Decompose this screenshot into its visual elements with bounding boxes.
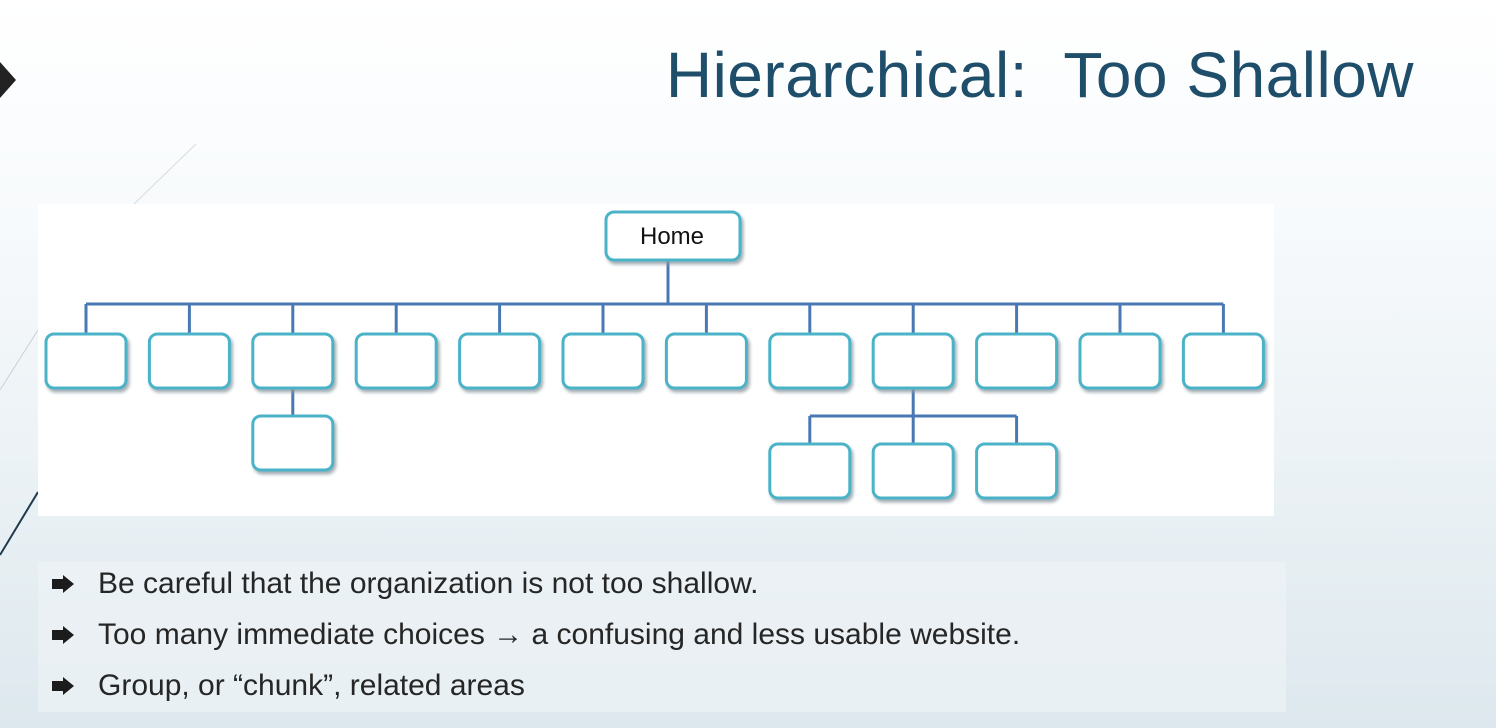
home-node: Home xyxy=(604,210,742,262)
level-2-node xyxy=(768,442,852,500)
bullet-text: Be careful that the organization is not … xyxy=(98,567,759,600)
arrow-bullet-icon xyxy=(52,677,74,695)
nav-arrow-icon xyxy=(0,62,16,98)
bullet-item: Too many immediate choices → a confusing… xyxy=(52,615,1020,655)
bullet-list: Be careful that the organization is not … xyxy=(38,562,1286,712)
level-1-node xyxy=(561,332,645,390)
level-1-node xyxy=(871,332,955,390)
arrow-bullet-icon xyxy=(52,575,74,593)
tree-svg: Home xyxy=(44,210,1265,500)
level-1-node xyxy=(768,332,852,390)
bullet-text: Group, or “chunk”, related areas xyxy=(98,669,525,702)
decorative-line xyxy=(131,143,197,207)
home-node-box xyxy=(604,210,742,262)
level-2-node xyxy=(871,442,955,500)
bullet-item: Group, or “chunk”, related areas xyxy=(52,666,525,706)
decorative-line xyxy=(0,329,39,391)
level-1-node xyxy=(1181,332,1265,390)
decorative-line xyxy=(0,491,39,556)
arrow-bullet-icon xyxy=(52,626,74,644)
bullet-text: Too many immediate choices → a confusing… xyxy=(98,618,1021,651)
level-1-node xyxy=(664,332,748,390)
bullet-item: Be careful that the organization is not … xyxy=(52,564,758,604)
sitemap-diagram: Home xyxy=(38,204,1274,516)
level-1-node xyxy=(251,332,335,390)
slide-title: Hierarchical: Too Shallow xyxy=(665,39,1414,111)
level-1-node xyxy=(1078,332,1162,390)
level-1-node xyxy=(975,332,1059,390)
home-node-label: Home xyxy=(640,223,704,250)
level-2-node xyxy=(975,442,1059,500)
level-1-node xyxy=(458,332,542,390)
level-1-node xyxy=(44,332,128,390)
level-1-node xyxy=(354,332,438,390)
level-2-node xyxy=(251,414,335,472)
level-1-node xyxy=(147,332,231,390)
